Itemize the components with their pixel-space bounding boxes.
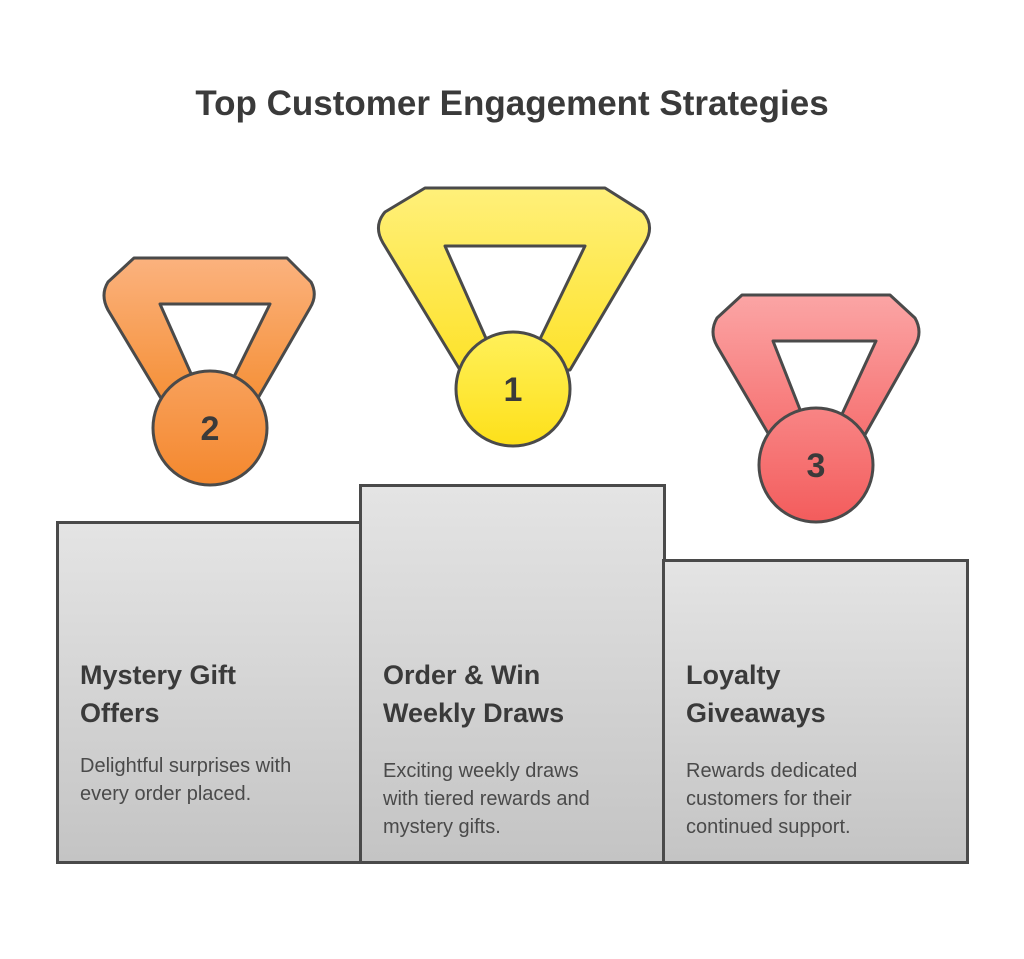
podium-first-title: Order & Win Weekly Draws (383, 656, 643, 732)
podium-first-description-line3: mystery gifts. (383, 816, 501, 838)
medal-third: 3 (711, 293, 921, 524)
podium-third-description-line3: continued support. (686, 816, 851, 838)
medal-third-ribbon (711, 293, 921, 442)
medal-first-number: 1 (504, 371, 523, 409)
podium-third-description-line1: Rewards dedicated (686, 760, 858, 782)
podium-third-title: Loyalty Giveaways (686, 656, 946, 732)
podium-second-description-line1: Delightful surprises with (80, 755, 292, 777)
podium-first-title-line2: Weekly Draws (383, 698, 565, 728)
podium-third-description-line2: customers for their (686, 788, 852, 810)
podium-first-title-line1: Order & Win (383, 660, 541, 690)
podium-block-first (359, 484, 666, 864)
medal-second-ribbon (102, 256, 316, 407)
podium-second-title-line1: Mystery Gift (80, 660, 237, 690)
podium-block-second (56, 521, 363, 864)
podium-second-title-line2: Offers (80, 698, 160, 728)
medal-second-number: 2 (201, 410, 220, 448)
podium-first-description-line2: with tiered rewards and (383, 788, 590, 810)
podium-third-title-line2: Giveaways (686, 698, 826, 728)
medal-first-disc (454, 330, 572, 448)
podium-second-description: Delightful surprises with every order pl… (80, 752, 350, 808)
podium-third-title-line1: Loyalty (686, 660, 781, 690)
podium-block-third (662, 559, 969, 864)
medal-first: 1 (377, 186, 651, 448)
podium-second-title: Mystery Gift Offers (80, 656, 340, 732)
medal-second-disc (151, 369, 269, 487)
medal-first-ribbon (377, 186, 651, 372)
podium-second-description-line2: every order placed. (80, 783, 252, 805)
podium-first-description-line1: Exciting weekly draws (383, 760, 579, 782)
podium-first-description: Exciting weekly draws with tiered reward… (383, 757, 648, 841)
page-title: Top Customer Engagement Strategies (195, 84, 829, 123)
medal-third-disc (757, 406, 875, 524)
medal-third-number: 3 (807, 447, 826, 485)
podium-third-description: Rewards dedicated customers for their co… (686, 757, 936, 841)
medal-second: 2 (102, 256, 316, 487)
